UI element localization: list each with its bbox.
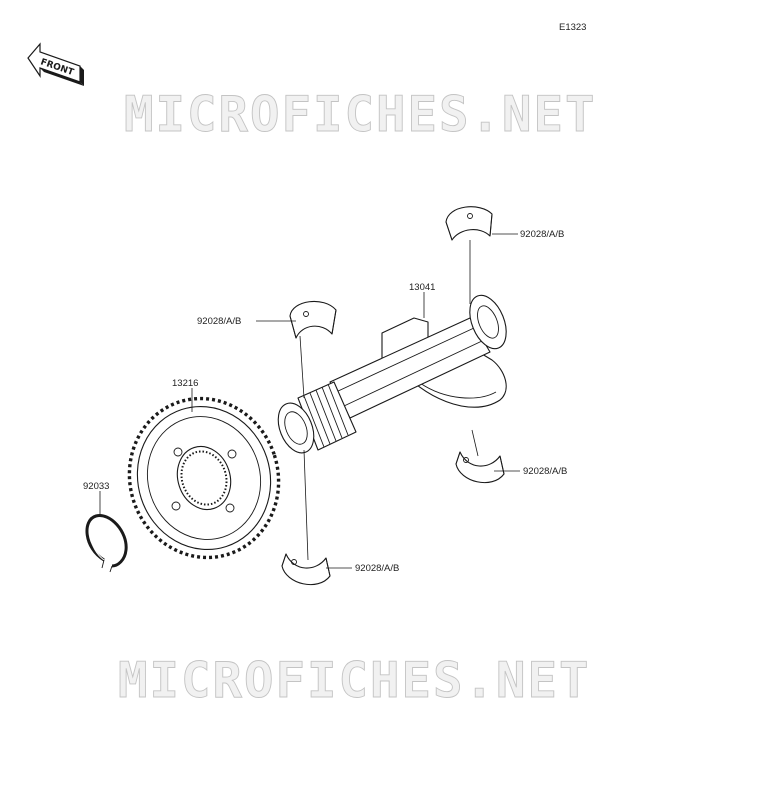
spline-teeth <box>303 383 349 448</box>
balancer-shaft <box>277 294 507 454</box>
label-shaft: 13041 <box>409 282 435 293</box>
label-gear: 13216 <box>172 378 198 389</box>
watermark-bottom: MICROFICHES.NET <box>118 652 591 709</box>
watermark-top: MICROFICHES.NET <box>124 86 597 143</box>
front-arrow-icon: FRONT <box>27 42 84 86</box>
leader-lines <box>99 233 520 569</box>
bearing-half-left <box>289 300 337 339</box>
label-bearing-top-right: 92028/A/B <box>520 229 564 240</box>
label-bearing-left: 92028/A/B <box>197 316 241 327</box>
label-circlip: 92033 <box>83 481 109 492</box>
bearing-half-top-right <box>445 206 493 241</box>
label-bearing-bottom: 92028/A/B <box>355 563 399 574</box>
label-bearing-right-lower: 92028/A/B <box>523 466 567 477</box>
balancer-gear <box>127 396 281 560</box>
bearing-half-bottom <box>281 553 331 586</box>
shaft-end <box>277 402 315 454</box>
gear-spline <box>180 450 228 506</box>
diagram-code: E1323 <box>559 22 586 33</box>
shaft-counterweight-edge <box>419 382 497 399</box>
circlip <box>85 514 128 573</box>
bearing-half-right-lower <box>455 451 505 484</box>
